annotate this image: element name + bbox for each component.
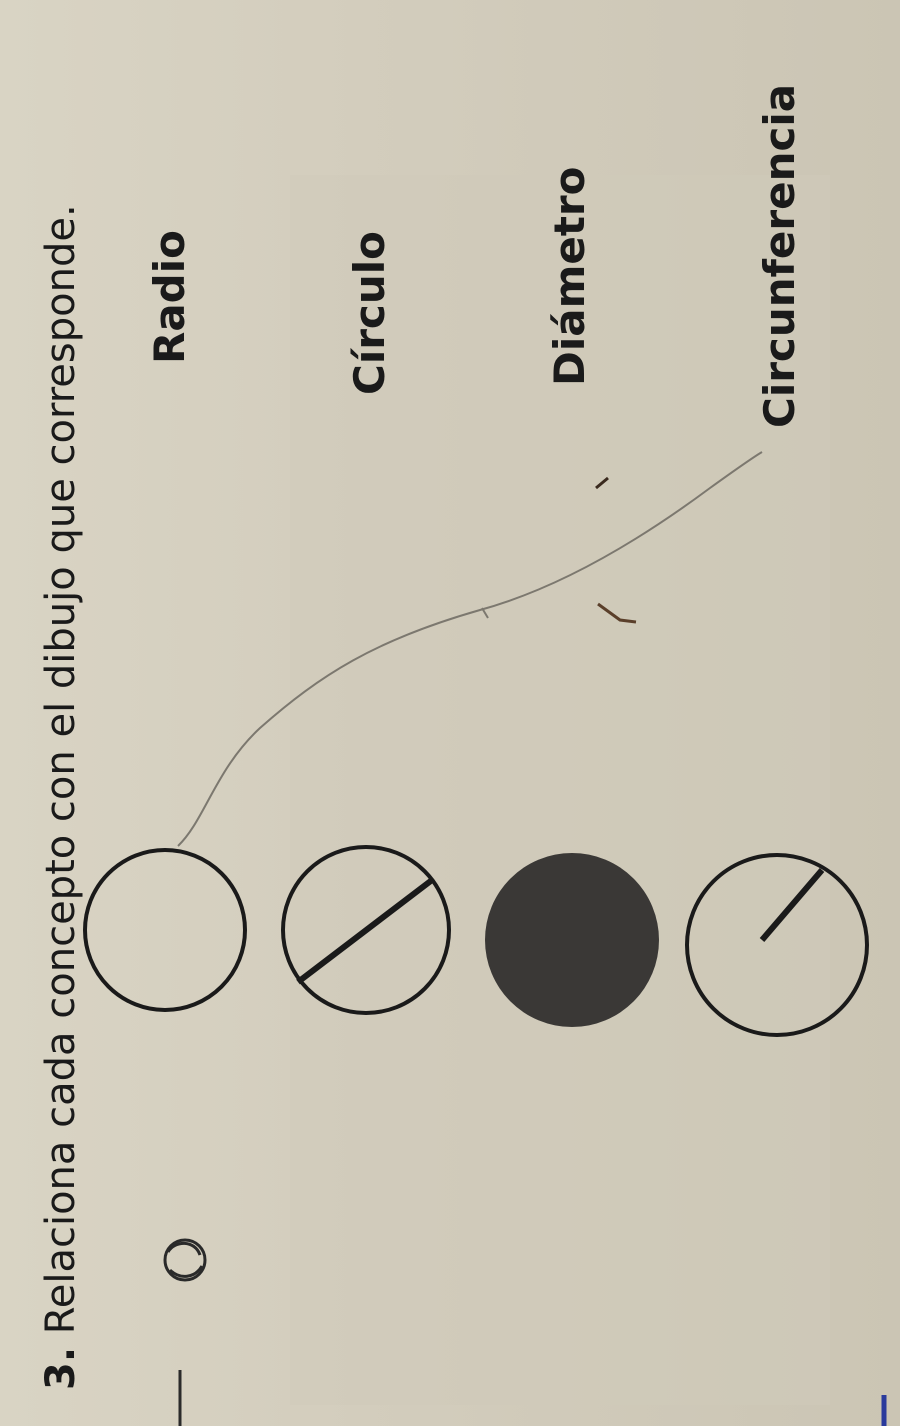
background-panel bbox=[290, 175, 830, 1405]
pencil-mark bbox=[597, 602, 637, 624]
ornament-icon bbox=[163, 1238, 207, 1282]
circle-with-radius bbox=[685, 853, 869, 1037]
pencil-mark bbox=[481, 607, 489, 619]
circle-outline bbox=[83, 848, 247, 1012]
pencil-mark bbox=[595, 476, 609, 490]
pencil-match-line bbox=[177, 451, 763, 847]
diameter-line bbox=[296, 877, 434, 985]
radius-line bbox=[759, 868, 825, 942]
filled-circle bbox=[485, 853, 659, 1027]
circle-with-diameter bbox=[281, 845, 451, 1015]
